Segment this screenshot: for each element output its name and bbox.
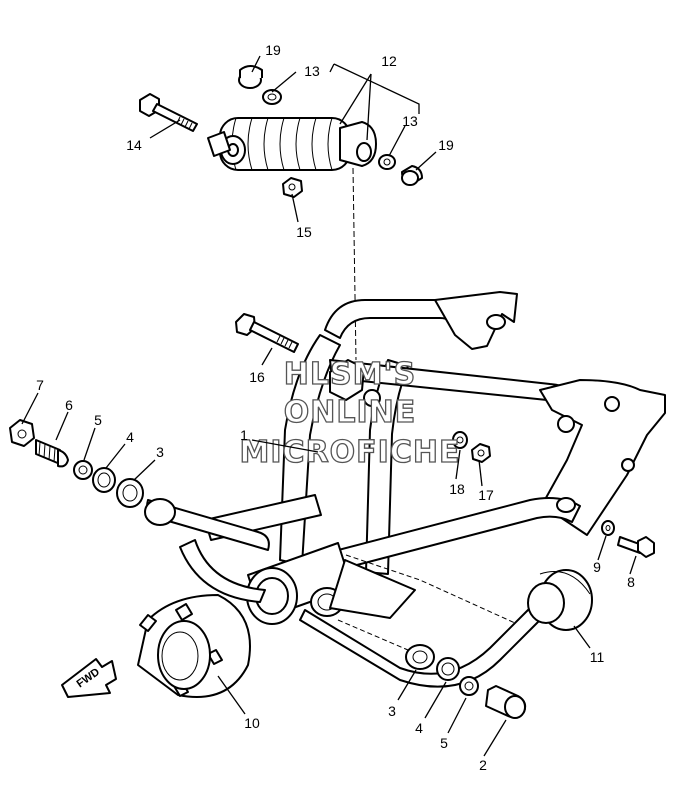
callout-7: 7 bbox=[36, 377, 44, 393]
callout-8: 8 bbox=[627, 574, 635, 590]
washer-5-right bbox=[459, 676, 479, 696]
pin-2 bbox=[485, 685, 527, 719]
callout-2: 2 bbox=[479, 757, 487, 773]
watermark: HLSM'S ONLINE MICROFICHE bbox=[239, 356, 461, 470]
washer-13-lower bbox=[378, 154, 396, 170]
cover-11 bbox=[527, 569, 593, 631]
frame-pivot-bracket bbox=[329, 359, 381, 407]
callout-19: 19 bbox=[265, 42, 281, 58]
callout-3: 3 bbox=[388, 703, 396, 719]
callout-12: 12 bbox=[381, 53, 397, 69]
rear-shock-absorber bbox=[207, 117, 377, 171]
nut-15 bbox=[282, 177, 303, 198]
callout-10: 10 bbox=[244, 715, 260, 731]
callout-6: 6 bbox=[65, 397, 73, 413]
bearing-3-right bbox=[405, 644, 435, 670]
collar-19-lower bbox=[401, 165, 423, 186]
frame-rear-section bbox=[144, 291, 666, 688]
callout-5: 5 bbox=[94, 412, 102, 428]
callout-13: 13 bbox=[402, 113, 418, 129]
callout-15: 15 bbox=[296, 224, 312, 240]
bolt-8 bbox=[617, 536, 655, 558]
shock-bolt-14 bbox=[139, 93, 198, 132]
watermark-line-1: HLSM'S bbox=[284, 357, 416, 392]
callout-19: 19 bbox=[438, 137, 454, 153]
callout-17: 17 bbox=[478, 487, 494, 503]
callout-numbers: 19 13 12 13 19 14 15 16 1 7 6 5 4 3 18 1… bbox=[36, 42, 635, 773]
leader-lines bbox=[21, 55, 637, 757]
pivot-shaft-6 bbox=[35, 439, 69, 468]
collar-19-upper bbox=[238, 65, 263, 89]
watermark-line-3: MICROFICHE bbox=[240, 435, 461, 470]
cover-10 bbox=[137, 594, 251, 698]
callout-18: 18 bbox=[449, 481, 465, 497]
callout-14: 14 bbox=[126, 137, 142, 153]
watermark-line-2: ONLINE bbox=[284, 395, 417, 430]
nut-7 bbox=[9, 419, 35, 447]
callout-1: 1 bbox=[240, 427, 248, 443]
callout-13: 13 bbox=[304, 63, 320, 79]
seal-4-left bbox=[92, 467, 116, 493]
pivot-bolt-16 bbox=[235, 313, 299, 353]
forward-arrow-icon: FWD bbox=[61, 658, 117, 698]
washer-5-left bbox=[73, 460, 93, 480]
callout-4: 4 bbox=[126, 429, 134, 445]
washer-9 bbox=[601, 520, 615, 536]
callout-16: 16 bbox=[249, 369, 265, 385]
callout-4: 4 bbox=[415, 720, 423, 736]
seal-4-right bbox=[436, 657, 460, 681]
callout-5: 5 bbox=[440, 735, 448, 751]
callout-3: 3 bbox=[156, 444, 164, 460]
callout-11: 11 bbox=[590, 649, 605, 665]
washer-13-upper bbox=[262, 89, 282, 105]
bearing-3-left bbox=[116, 478, 144, 508]
callout-9: 9 bbox=[593, 559, 601, 575]
washer-18 bbox=[452, 431, 468, 449]
nut-17 bbox=[471, 443, 491, 463]
